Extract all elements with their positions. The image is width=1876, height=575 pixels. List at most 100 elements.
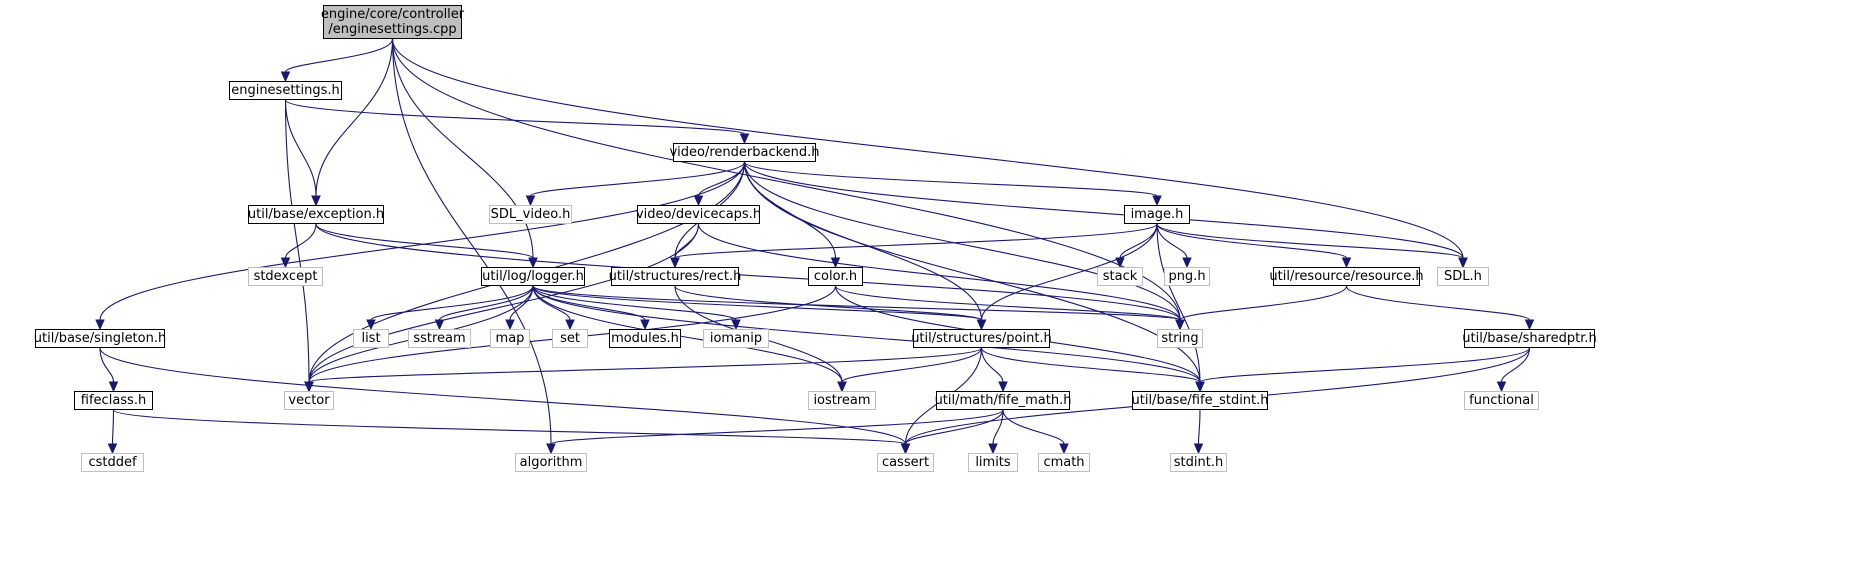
node-label: limits <box>975 455 1011 470</box>
arrowhead-icon <box>280 71 291 83</box>
edge-enginesettings-cpp-to-algorithm <box>391 38 552 445</box>
arrowhead-icon <box>693 195 704 207</box>
arrowhead-icon <box>1152 195 1162 207</box>
edge-enginesettings-h-to-exception <box>284 99 317 197</box>
node-png: png.h <box>1164 267 1210 286</box>
node-fife-math[interactable]: util/math/fife_math.h <box>935 391 1071 410</box>
arrowhead-icon <box>640 319 650 331</box>
edge-image-to-sdl <box>1156 223 1464 259</box>
edge-enginesettings-h-to-renderbackend <box>284 99 746 135</box>
node-color[interactable]: color.h <box>808 267 863 286</box>
edge-logger-to-fife-stdint <box>532 285 1201 383</box>
node-label: /enginesettings.cpp <box>328 22 457 37</box>
node-set: set <box>552 329 588 348</box>
edge-logger-to-iostream <box>532 285 843 383</box>
node-image[interactable]: image.h <box>1124 205 1190 224</box>
node-label: engine/core/controller <box>320 7 465 22</box>
edge-logger-to-point <box>532 285 983 321</box>
arrowhead-icon <box>1059 443 1069 455</box>
edge-fifeclass-to-cstddef <box>111 409 115 445</box>
arrowhead-icon <box>998 381 1008 393</box>
edge-image-to-png <box>1156 223 1188 259</box>
edge-enginesettings-cpp-to-sdl <box>391 38 1464 259</box>
node-cstddef: cstddef <box>81 453 144 472</box>
edge-point-to-fife-stdint <box>980 347 1201 383</box>
arrowhead-icon <box>976 319 987 331</box>
node-enginesettings-cpp[interactable]: engine/core/controller/enginesettings.cp… <box>320 5 465 39</box>
node-label: cmath <box>1043 455 1085 470</box>
edge-exception-to-logger <box>315 223 534 259</box>
edge-color-to-string <box>834 285 1181 321</box>
arrowhead-icon <box>731 319 741 331</box>
node-sharedptr[interactable]: util/base/sharedptr.h <box>1462 329 1597 348</box>
edge-rect-to-point <box>674 285 983 321</box>
arrowhead-icon <box>505 319 515 331</box>
edge-renderbackend-to-string <box>743 161 1181 321</box>
node-resource[interactable]: util/resource/resource.h <box>1269 267 1424 286</box>
edge-logger-to-sstream <box>438 285 534 321</box>
node-sstream: sstream <box>408 329 471 348</box>
edge-fife-math-to-cassert <box>904 409 1004 445</box>
edge-renderbackend-to-image <box>743 161 1158 197</box>
node-label: util/resource/resource.h <box>1269 269 1424 284</box>
edge-singleton-to-fifeclass <box>99 347 115 383</box>
arrowhead-icon <box>1341 257 1352 269</box>
node-devicecaps[interactable]: video/devicecaps.h <box>636 205 761 224</box>
node-label: functional <box>1469 393 1534 408</box>
arrowhead-icon <box>107 443 118 455</box>
node-singleton[interactable]: util/base/singleton.h <box>34 329 166 348</box>
node-label: vector <box>288 393 330 408</box>
arrowhead-icon <box>565 319 575 331</box>
arrowhead-icon <box>525 195 536 207</box>
edge-renderbackend-to-singleton <box>99 161 746 321</box>
arrowhead-icon <box>837 381 847 393</box>
arrowhead-icon <box>311 195 321 207</box>
node-label: stdint.h <box>1173 455 1224 470</box>
node-label: list <box>361 331 381 346</box>
node-fife-stdint[interactable]: util/base/fife_stdint.h <box>1132 391 1269 410</box>
edge-sharedptr-to-functional <box>1500 347 1531 383</box>
node-renderbackend[interactable]: video/renderbackend.h <box>669 143 820 162</box>
node-stdint: stdint.h <box>1170 453 1227 472</box>
node-label: set <box>560 331 580 346</box>
edge-fifeclass-to-cassert <box>112 409 907 445</box>
node-label: enginesettings.h <box>231 83 340 98</box>
node-label: util/base/exception.h <box>247 207 385 222</box>
node-label: util/structures/rect.h <box>608 269 742 284</box>
arrowhead-icon <box>434 319 445 331</box>
arrowhead-icon <box>1182 257 1192 269</box>
node-rect[interactable]: util/structures/rect.h <box>608 267 742 286</box>
node-modules[interactable]: modules.h <box>609 329 681 348</box>
node-label: SDL.h <box>1444 269 1482 284</box>
edge-enginesettings-h-to-vector <box>284 99 310 383</box>
arrowhead-icon <box>108 381 119 393</box>
edge-enginesettings-cpp-to-logger <box>391 38 534 259</box>
node-label: iomanip <box>709 331 763 346</box>
edge-logger-to-string <box>532 285 1181 321</box>
node-label: cstddef <box>88 455 137 470</box>
node-logger[interactable]: util/log/logger.h <box>481 267 585 286</box>
node-cassert: cassert <box>877 453 934 472</box>
edge-point-to-vector <box>308 347 983 383</box>
edge-singleton-to-cassert <box>99 347 907 445</box>
edge-fife-math-to-limits <box>992 409 1004 445</box>
edge-resource-to-sharedptr <box>1345 285 1531 321</box>
arrowhead-icon <box>739 133 750 145</box>
node-enginesettings-h[interactable]: enginesettings.h <box>229 81 342 100</box>
node-point[interactable]: util/structures/point.h <box>911 329 1052 348</box>
edge-image-to-point <box>980 223 1158 321</box>
edge-image-to-rect <box>674 223 1158 259</box>
node-label: SDL_video.h <box>490 207 571 222</box>
edge-image-to-stack <box>1119 223 1158 259</box>
node-fifeclass[interactable]: fifeclass.h <box>74 391 153 410</box>
node-sdl: SDL.h <box>1437 267 1489 286</box>
node-exception[interactable]: util/base/exception.h <box>248 205 384 224</box>
arrowhead-icon <box>1458 257 1468 269</box>
edge-point-to-fife-math <box>980 347 1004 383</box>
edge-resource-to-string <box>1179 285 1348 321</box>
edge-renderbackend-to-sdl <box>743 161 1464 259</box>
node-limits: limits <box>968 453 1018 472</box>
node-string: string <box>1157 329 1203 348</box>
node-vector: vector <box>284 391 334 410</box>
node-label: video/renderbackend.h <box>669 145 820 160</box>
